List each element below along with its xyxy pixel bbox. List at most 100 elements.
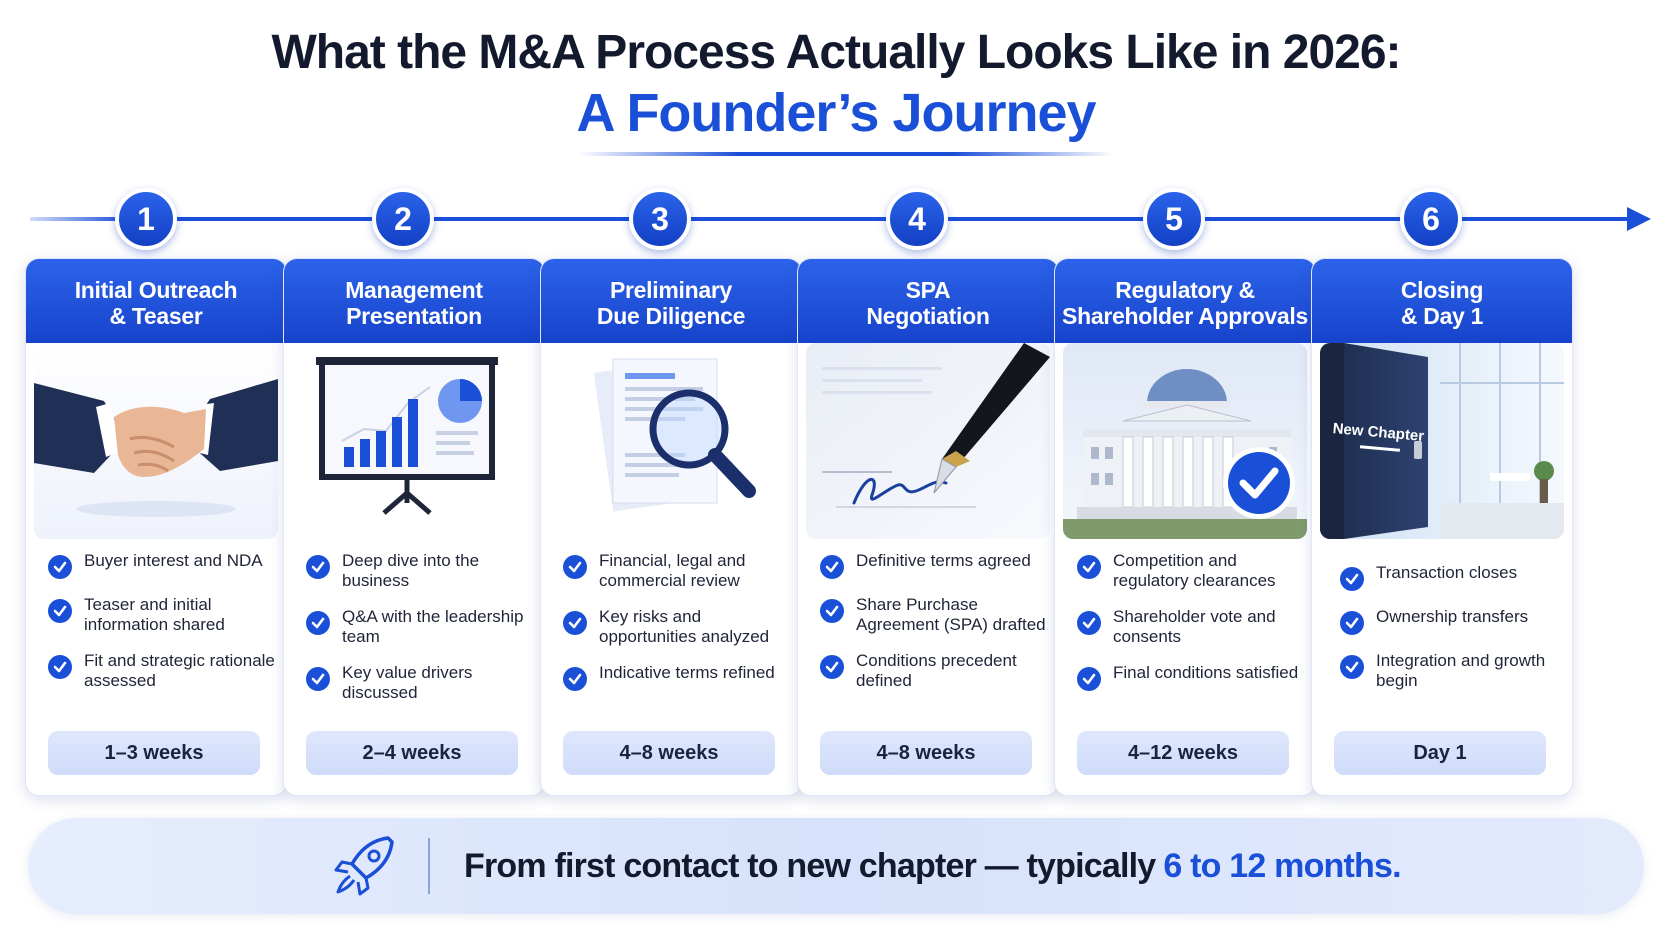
list-item: Q&A with the leadership team bbox=[306, 607, 538, 647]
step-title-line2: Negotiation bbox=[866, 303, 990, 329]
step-title-line1: Preliminary bbox=[609, 277, 732, 303]
step-number-3: 3 bbox=[629, 188, 691, 250]
magnifier-documents-icon bbox=[549, 343, 793, 539]
bullet-text: Competition and regulatory clearances bbox=[1113, 551, 1276, 590]
list-item: Key value drivers discussed bbox=[306, 663, 538, 703]
bullet-text: Transaction closes bbox=[1376, 563, 1518, 582]
check-icon bbox=[820, 599, 844, 623]
bullet-text: Teaser and initial information shared bbox=[84, 595, 225, 634]
check-icon bbox=[48, 599, 72, 623]
timeline-arrow-icon bbox=[1627, 207, 1651, 231]
step-number-1: 1 bbox=[115, 188, 177, 250]
bullet-text: Key value drivers discussed bbox=[342, 663, 473, 702]
list-item: Share Purchase Agreement (SPA) drafted bbox=[820, 595, 1052, 635]
bullet-text: Conditions precedent defined bbox=[856, 651, 1017, 690]
check-icon bbox=[1340, 611, 1364, 635]
bullet-text: Ownership transfers bbox=[1376, 607, 1529, 626]
step-title-line2: Shareholder Approvals bbox=[1062, 303, 1308, 329]
fountain-pen-signature-icon bbox=[806, 343, 1050, 539]
step-title-line2: Presentation bbox=[346, 303, 482, 329]
check-icon bbox=[563, 611, 587, 635]
duration-badge: Day 1 bbox=[1334, 731, 1546, 775]
list-item: Ownership transfers bbox=[1340, 607, 1572, 635]
step-bullets: Definitive terms agreed Share Purchase A… bbox=[820, 551, 1052, 707]
title-underline bbox=[578, 152, 1114, 156]
check-icon bbox=[306, 611, 330, 635]
check-icon bbox=[820, 555, 844, 579]
step-card-6: Closing& Day 1 New Chapter Transaction c… bbox=[1311, 258, 1573, 796]
check-icon bbox=[306, 667, 330, 691]
step-card-title: Initial Outreach& Teaser bbox=[26, 259, 286, 343]
page-subtitle: A Founder’s Journey bbox=[576, 83, 1096, 143]
summary-duration-highlight: 6 to 12 months. bbox=[1163, 846, 1401, 885]
bullet-text: Deep dive into the business bbox=[342, 551, 480, 590]
step-number-6: 6 bbox=[1400, 188, 1462, 250]
list-item: Transaction closes bbox=[1340, 563, 1572, 591]
step-bullets: Competition and regulatory clearances Sh… bbox=[1077, 551, 1309, 707]
list-item: Fit and strategic rationale assessed bbox=[48, 651, 280, 691]
step-title-line1: Initial Outreach bbox=[74, 277, 238, 303]
header: What the M&A Process Actually Looks Like… bbox=[0, 24, 1672, 144]
summary-banner: From first contact to new chapter — typi… bbox=[28, 818, 1644, 914]
step-number-4: 4 bbox=[886, 188, 948, 250]
step-title-line1: Regulatory & bbox=[1115, 277, 1255, 303]
handshake-icon bbox=[34, 343, 278, 539]
bullet-text: Q&A with the leadership team bbox=[342, 607, 524, 646]
summary-text-main: From first contact to new chapter — typi… bbox=[464, 846, 1156, 885]
step-title-line2: Due Diligence bbox=[596, 303, 746, 329]
duration-badge: 4–8 weeks bbox=[820, 731, 1032, 775]
footer-divider bbox=[428, 838, 430, 894]
list-item: Teaser and initial information shared bbox=[48, 595, 280, 635]
bullet-text: Shareholder vote and consents bbox=[1113, 607, 1276, 646]
duration-badge: 4–12 weeks bbox=[1077, 731, 1289, 775]
bullet-text: Integration and growth begin bbox=[1376, 651, 1546, 690]
duration-badge: 1–3 weeks bbox=[48, 731, 260, 775]
bullet-text: Share Purchase Agreement (SPA) drafted bbox=[856, 595, 1046, 634]
step-card-1: Initial Outreach& Teaser Buyer interest … bbox=[25, 258, 287, 796]
bullet-text: Indicative terms refined bbox=[599, 663, 775, 682]
list-item: Key risks and opportunities analyzed bbox=[563, 607, 795, 647]
list-item: Deep dive into the business bbox=[306, 551, 538, 591]
step-title-line1: SPA bbox=[905, 277, 951, 303]
bullet-text: Fit and strategic rationale assessed bbox=[84, 651, 275, 690]
step-title-line2: & Teaser bbox=[109, 303, 203, 329]
bullet-text: Financial, legal and commercial review bbox=[599, 551, 746, 590]
step-bullets: Buyer interest and NDA Teaser and initia… bbox=[48, 551, 280, 707]
check-icon bbox=[1340, 655, 1364, 679]
presentation-board-icon bbox=[292, 343, 536, 539]
duration-badge: 4–8 weeks bbox=[563, 731, 775, 775]
check-icon bbox=[1077, 555, 1101, 579]
rocket-icon bbox=[328, 830, 400, 902]
step-number-5: 5 bbox=[1143, 188, 1205, 250]
check-icon bbox=[563, 667, 587, 691]
check-icon bbox=[1077, 611, 1101, 635]
check-icon bbox=[306, 555, 330, 579]
bullet-text: Buyer interest and NDA bbox=[84, 551, 263, 570]
list-item: Final conditions satisfied bbox=[1077, 663, 1309, 691]
door-new-chapter-icon: New Chapter bbox=[1320, 343, 1564, 539]
step-title-line1: Management bbox=[345, 277, 483, 303]
step-bullets: Deep dive into the business Q&A with the… bbox=[306, 551, 538, 719]
check-icon bbox=[1340, 567, 1364, 591]
timeline-line bbox=[30, 217, 1630, 221]
step-number-2: 2 bbox=[372, 188, 434, 250]
bullet-text: Definitive terms agreed bbox=[856, 551, 1031, 570]
list-item: Financial, legal and commercial review bbox=[563, 551, 795, 591]
summary-text: From first contact to new chapter — typi… bbox=[464, 818, 1402, 914]
list-item: Indicative terms refined bbox=[563, 663, 795, 691]
check-icon bbox=[48, 555, 72, 579]
check-icon bbox=[1077, 667, 1101, 691]
bullet-text: Key risks and opportunities analyzed bbox=[599, 607, 770, 646]
step-title-line2: & Day 1 bbox=[1400, 303, 1484, 329]
government-building-check-icon bbox=[1063, 343, 1307, 539]
check-icon bbox=[48, 655, 72, 679]
bullet-text: Final conditions satisfied bbox=[1113, 663, 1299, 682]
list-item: Definitive terms agreed bbox=[820, 551, 1052, 579]
list-item: Conditions precedent defined bbox=[820, 651, 1052, 691]
list-item: Buyer interest and NDA bbox=[48, 551, 280, 579]
